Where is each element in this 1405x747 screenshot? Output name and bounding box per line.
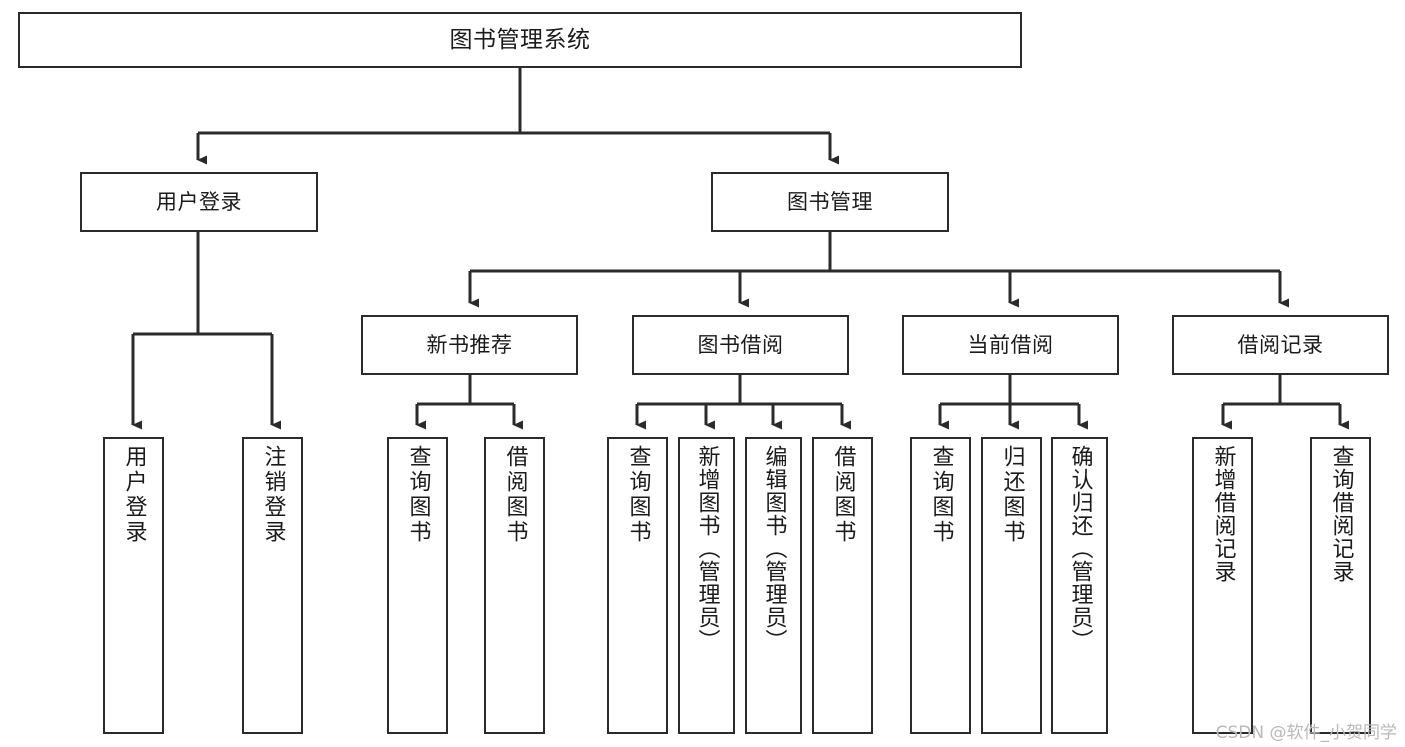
- node-leaf-add-record[interactable]: 新增借阅记录: [1192, 437, 1253, 734]
- node-leaf-query-book-1[interactable]: 查询图书: [387, 437, 448, 734]
- node-leaf-query-book-2-label: 查询图书: [625, 445, 651, 545]
- csdn-watermark: CSDN @软件_小贺同学: [1215, 723, 1397, 743]
- node-leaf-edit-book[interactable]: 编辑图书（管理员）: [745, 437, 802, 734]
- node-leaf-query-book-1-label: 查询图书: [405, 445, 431, 545]
- node-book-borrow-label: 图书借阅: [697, 332, 784, 357]
- node-root[interactable]: 图书管理系统: [18, 12, 1022, 68]
- node-leaf-add-book[interactable]: 新增图书（管理员）: [678, 437, 735, 734]
- node-leaf-return-book-label: 归还图书: [999, 445, 1025, 545]
- node-leaf-edit-book-label: 编辑图书（管理员）: [761, 445, 787, 652]
- node-root-label: 图书管理系统: [449, 26, 591, 53]
- node-leaf-user-logout[interactable]: 注销登录: [242, 437, 303, 734]
- node-leaf-user-login-label: 用户登录: [121, 445, 147, 545]
- node-leaf-borrow-book-1-label: 借阅图书: [502, 445, 528, 545]
- node-new-book-recommend-label: 新书推荐: [426, 332, 513, 357]
- node-borrow-record-label: 借阅记录: [1237, 332, 1324, 357]
- node-leaf-confirm-return[interactable]: 确认归还（管理员）: [1051, 437, 1108, 734]
- node-leaf-query-book-3-label: 查询图书: [928, 445, 954, 545]
- node-book-manage-label: 图书管理: [787, 189, 873, 214]
- node-book-borrow[interactable]: 图书借阅: [632, 315, 849, 375]
- node-leaf-confirm-return-label: 确认归还（管理员）: [1067, 445, 1093, 652]
- node-leaf-query-record[interactable]: 查询借阅记录: [1310, 437, 1371, 734]
- node-leaf-query-book-2[interactable]: 查询图书: [607, 437, 668, 734]
- node-current-borrow[interactable]: 当前借阅: [902, 315, 1119, 375]
- node-leaf-borrow-book-2[interactable]: 借阅图书: [812, 437, 873, 734]
- node-leaf-query-book-3[interactable]: 查询图书: [910, 437, 971, 734]
- node-user-login[interactable]: 用户登录: [80, 172, 318, 232]
- node-leaf-borrow-book-1[interactable]: 借阅图书: [484, 437, 545, 734]
- node-leaf-borrow-book-2-label: 借阅图书: [830, 445, 856, 545]
- node-user-login-label: 用户登录: [156, 189, 242, 214]
- node-leaf-user-logout-label: 注销登录: [260, 445, 286, 545]
- node-leaf-add-book-label: 新增图书（管理员）: [694, 445, 720, 652]
- node-leaf-add-record-label: 新增借阅记录: [1210, 445, 1236, 583]
- node-leaf-return-book[interactable]: 归还图书: [981, 437, 1042, 734]
- node-current-borrow-label: 当前借阅: [967, 332, 1054, 357]
- node-new-book-recommend[interactable]: 新书推荐: [361, 315, 578, 375]
- node-leaf-user-login[interactable]: 用户登录: [103, 437, 164, 734]
- node-borrow-record[interactable]: 借阅记录: [1172, 315, 1389, 375]
- node-book-manage[interactable]: 图书管理: [711, 172, 949, 232]
- node-leaf-query-record-label: 查询借阅记录: [1328, 445, 1354, 583]
